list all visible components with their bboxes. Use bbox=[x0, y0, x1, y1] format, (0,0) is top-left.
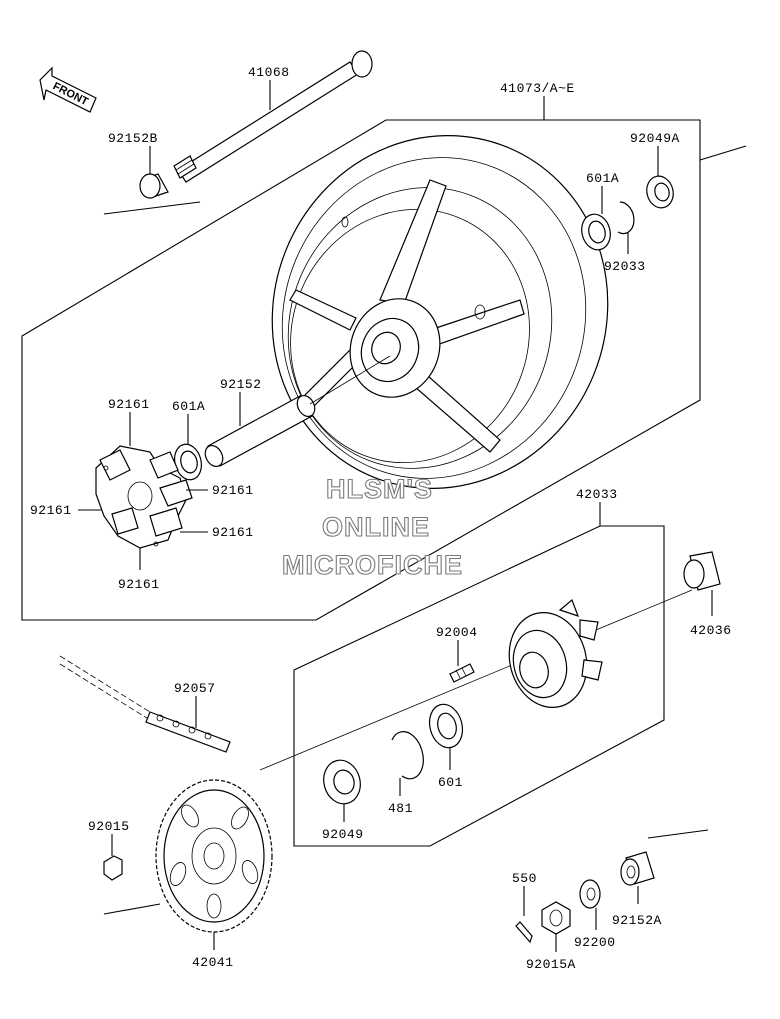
label-41073: 41073/A~E bbox=[500, 81, 575, 96]
label-92200: 92200 bbox=[574, 935, 616, 950]
label-92161-c: 92161 bbox=[30, 503, 72, 518]
wheel-assembly-frame bbox=[21, 119, 701, 621]
axle-41068[interactable] bbox=[173, 50, 373, 183]
label-92152a: 92152A bbox=[612, 913, 662, 928]
label-481: 481 bbox=[388, 801, 413, 816]
axis-line-hub bbox=[309, 355, 391, 405]
circlip-481[interactable] bbox=[391, 731, 424, 780]
chain-92057[interactable] bbox=[59, 655, 231, 753]
watermark-line-2: ONLINE bbox=[322, 512, 430, 542]
castle-nut-92015a[interactable] bbox=[541, 901, 571, 935]
label-92049a: 92049A bbox=[630, 131, 680, 146]
label-92161-a: 92161 bbox=[108, 397, 150, 412]
watermark: HLSM'S ONLINE MICROFICHE bbox=[281, 473, 463, 580]
label-601a-mid: 601A bbox=[172, 399, 205, 414]
damper-92161[interactable] bbox=[95, 445, 193, 549]
coupling-42033[interactable] bbox=[499, 598, 603, 716]
collar-42036[interactable] bbox=[683, 551, 721, 591]
bearing-601a-top[interactable] bbox=[578, 211, 614, 253]
label-92057: 92057 bbox=[174, 681, 216, 696]
stud-92004[interactable] bbox=[449, 663, 475, 683]
axis-line-hub-bottom bbox=[259, 589, 693, 771]
rear-wheel-41073[interactable] bbox=[219, 85, 660, 539]
washer-92200[interactable] bbox=[579, 879, 601, 909]
label-601: 601 bbox=[438, 775, 463, 790]
collar-92152[interactable] bbox=[202, 393, 318, 470]
label-92033: 92033 bbox=[604, 259, 646, 274]
label-92152: 92152 bbox=[220, 377, 262, 392]
label-550: 550 bbox=[512, 871, 537, 886]
label-42041: 42041 bbox=[192, 955, 234, 970]
cotter-pin-550[interactable] bbox=[515, 921, 533, 944]
oil-seal-92049a[interactable] bbox=[643, 173, 676, 211]
label-41068: 41068 bbox=[248, 65, 290, 80]
sprocket-42041[interactable] bbox=[155, 779, 273, 933]
label-92161-e: 92161 bbox=[118, 577, 160, 592]
watermark-line-1: HLSM'S bbox=[326, 474, 433, 504]
bearing-601a-mid[interactable] bbox=[171, 441, 205, 483]
bearing-601[interactable] bbox=[425, 701, 467, 752]
label-92161-d: 92161 bbox=[212, 525, 254, 540]
label-42036: 42036 bbox=[690, 623, 732, 638]
label-92161-b: 92161 bbox=[212, 483, 254, 498]
collar-92152a[interactable] bbox=[620, 851, 655, 886]
label-92015: 92015 bbox=[88, 819, 130, 834]
front-arrow-icon: FRONT bbox=[39, 66, 97, 113]
label-92049: 92049 bbox=[322, 827, 364, 842]
axis-line-left-top bbox=[103, 201, 201, 215]
label-92004: 92004 bbox=[436, 625, 478, 640]
circlip-92033[interactable] bbox=[617, 201, 635, 235]
watermark-line-3: MICROFICHE bbox=[282, 550, 463, 580]
axis-line-right-top bbox=[699, 145, 747, 161]
label-92152b: 92152B bbox=[108, 131, 158, 146]
collar-92152b[interactable] bbox=[139, 173, 169, 199]
axis-line-sprocket bbox=[103, 903, 161, 915]
axis-line-right-bottom bbox=[647, 829, 709, 839]
oil-seal-92049[interactable] bbox=[319, 756, 365, 808]
label-42033: 42033 bbox=[576, 487, 618, 502]
label-601a-top: 601A bbox=[586, 171, 619, 186]
nut-92015[interactable] bbox=[103, 855, 123, 881]
label-92015a: 92015A bbox=[526, 957, 576, 972]
